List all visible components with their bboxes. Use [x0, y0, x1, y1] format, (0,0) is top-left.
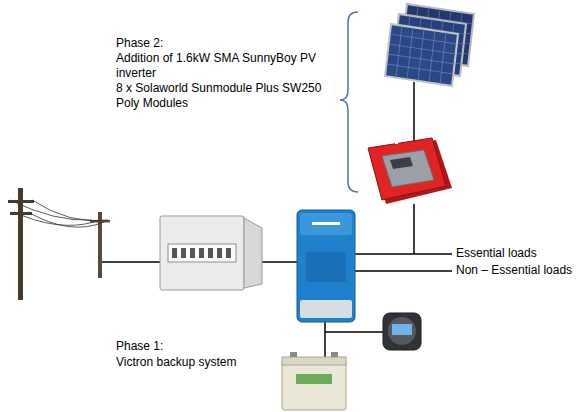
- distribution-board: [160, 216, 262, 290]
- victron-inverter: [297, 210, 355, 322]
- battery: [282, 352, 346, 410]
- load-label: Essential loads: [456, 246, 537, 261]
- battery-monitor: [383, 313, 421, 350]
- phase-description: Addition of 1.6kW SMA SunnyBoy PV invert…: [116, 51, 331, 81]
- phase-description: Victron backup system: [116, 355, 331, 370]
- pv-inverter: [368, 138, 452, 204]
- load-label: Non – Essential loads: [456, 263, 572, 278]
- phase-heading: Phase 1:: [116, 339, 331, 354]
- phase-bracket: [340, 12, 358, 192]
- utility-poles: [8, 188, 110, 300]
- phase-heading: Phase 2:: [116, 36, 331, 51]
- solar-panels: [385, 4, 474, 86]
- wiring: [100, 82, 452, 357]
- phase-description: 8 x Solaworld Sunmodule Plus SW250 Poly …: [116, 81, 331, 111]
